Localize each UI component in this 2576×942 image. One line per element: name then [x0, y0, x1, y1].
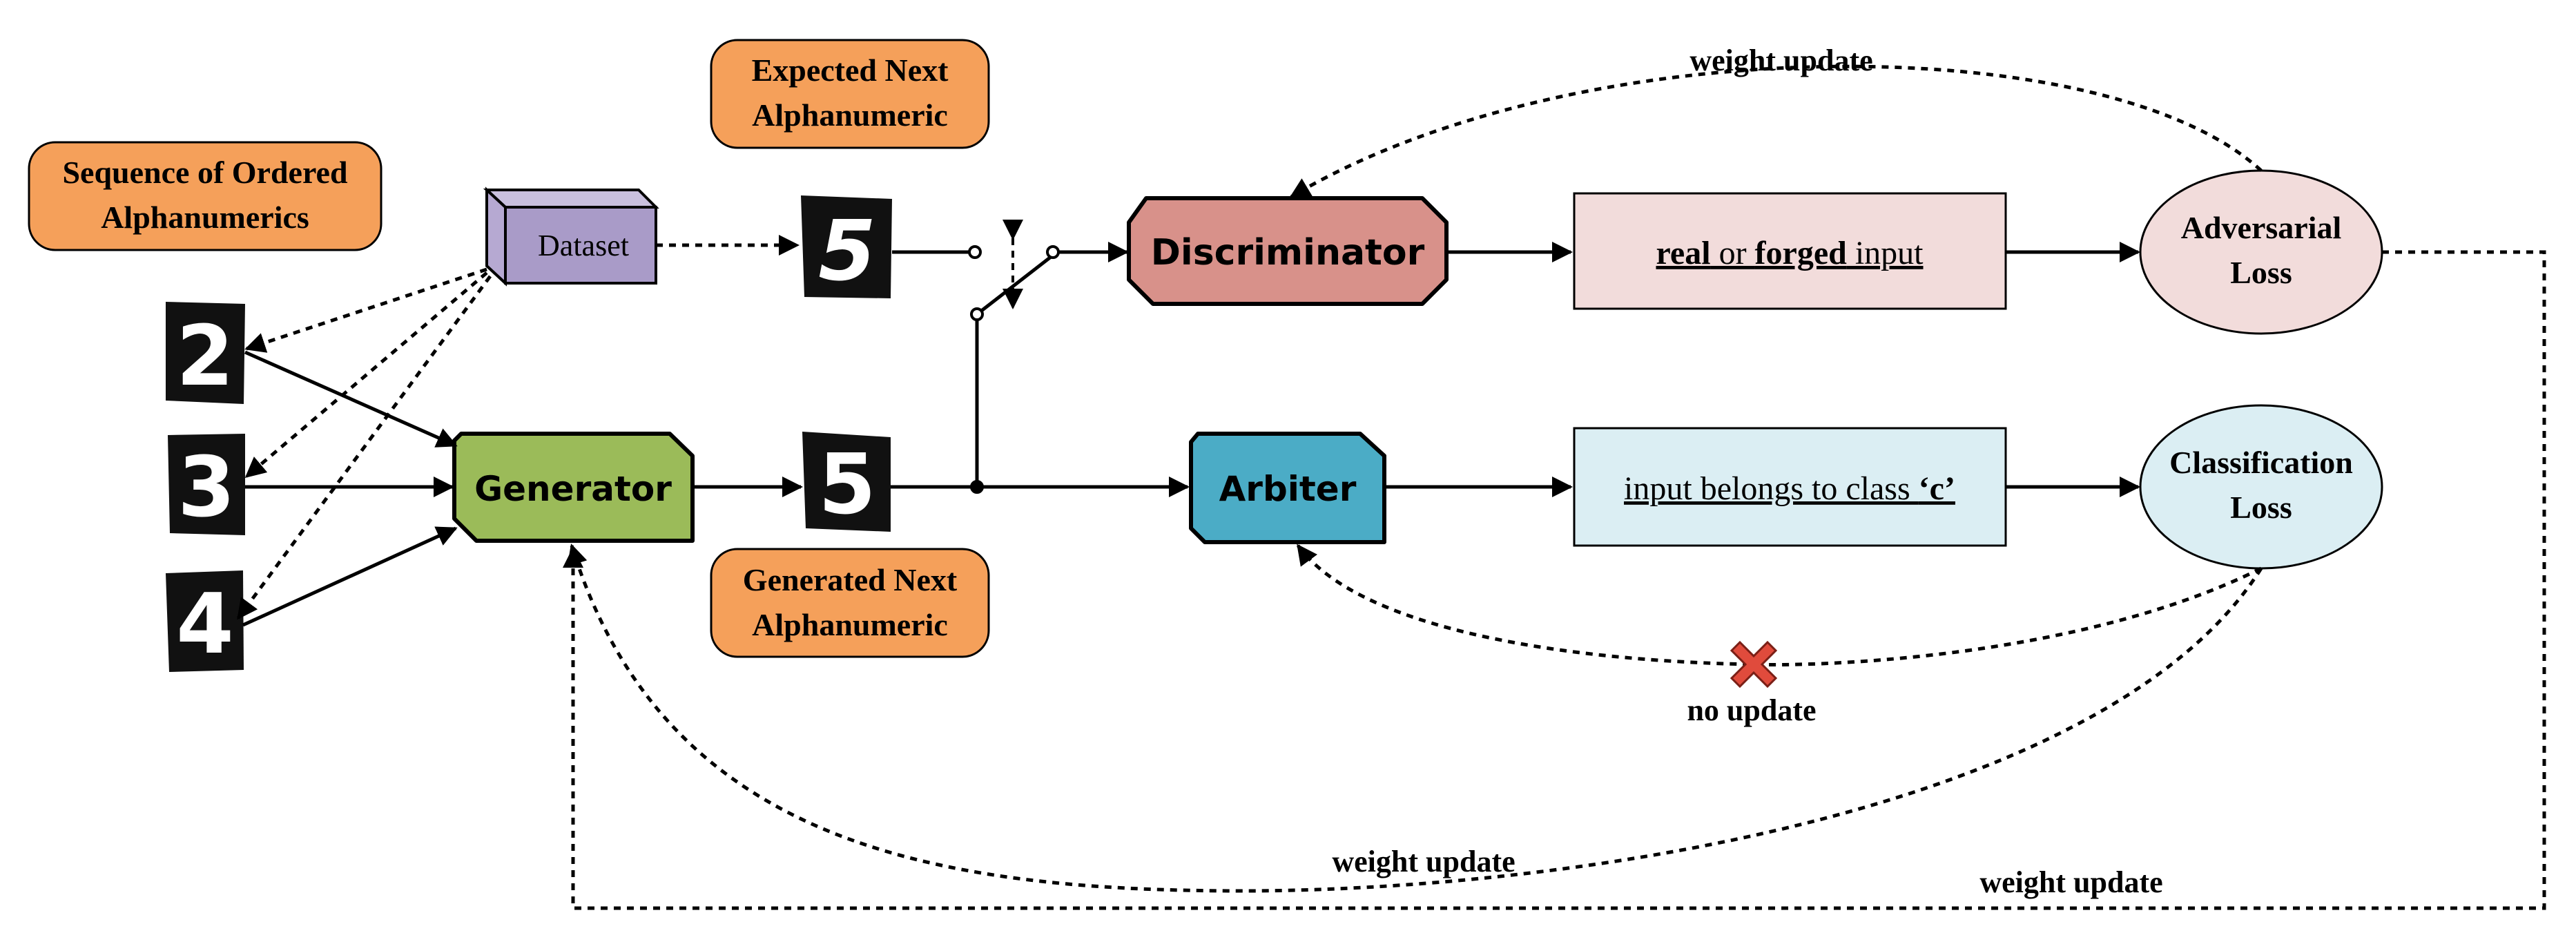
seq-digit-2-image: 2	[166, 302, 245, 405]
solid-connectors	[242, 242, 2140, 627]
generated-digit-image: 5	[802, 432, 891, 533]
edge-class-to-arbiter-noupdate	[1296, 544, 2263, 667]
forged-word: forged	[1755, 235, 1848, 271]
sequence-label-line1: Sequence of Ordered	[62, 155, 348, 190]
seq-digit-4-image: 4	[166, 570, 244, 673]
switch-contacts	[968, 245, 1060, 494]
seq-digit-2: 2	[176, 309, 234, 405]
weight-update-bottom-left-label: weight update	[1332, 845, 1515, 878]
weight-update-bottom-right-label: weight update	[1979, 865, 2162, 899]
seq-digit-3-image: 3	[168, 434, 245, 536]
discriminator-node: Discriminator	[1127, 196, 1449, 306]
generator-node: Generator	[452, 432, 695, 543]
no-update-label: no update	[1687, 693, 1816, 727]
expected-digit-image: 5	[801, 195, 892, 300]
dotted-connectors	[236, 64, 2546, 910]
adversarial-loss-line1: Adversarial	[2181, 210, 2342, 245]
class-text: input belongs to class	[1624, 470, 1919, 507]
generated-label-line2: Alphanumeric	[752, 607, 948, 642]
seq-digit-4: 4	[176, 577, 234, 673]
class-membership-box: input belongs to class ‘c’	[1573, 427, 2007, 547]
arbiter-label: Arbiter	[1219, 469, 1357, 509]
expected-digit: 5	[818, 204, 876, 300]
generated-label-box: Generated Next Alphanumeric	[710, 548, 990, 658]
real-word: real	[1656, 235, 1710, 271]
or-word: or	[1711, 235, 1755, 271]
no-update-cross-icon	[1730, 640, 1778, 689]
generated-label-line1: Generated Next	[743, 562, 958, 597]
class-symbol: ‘c’	[1919, 470, 1955, 507]
edge-dataset-to-3	[244, 271, 488, 478]
dataset-cube: Dataset	[483, 186, 659, 287]
discriminator-label: Discriminator	[1151, 232, 1425, 273]
generated-digit: 5	[818, 437, 876, 533]
seq-digit-3: 3	[177, 440, 235, 536]
dataset-label: Dataset	[538, 229, 629, 262]
edge-class-to-generator-update	[567, 544, 2263, 893]
expected-label-line1: Expected Next	[752, 52, 949, 88]
expected-label-line2: Alphanumeric	[752, 97, 948, 133]
weight-update-top-label: weight update	[1689, 44, 1872, 77]
edge-adv-to-discriminator-update	[1289, 64, 2263, 199]
classification-loss-line1: Classification	[2169, 445, 2353, 480]
sequence-label-line2: Alphanumerics	[101, 200, 309, 235]
classification-loss-node: Classification Loss	[2139, 404, 2383, 570]
adversarial-loss-line2: Loss	[2230, 255, 2292, 290]
arbiter-node: Arbiter	[1189, 432, 1386, 544]
sequence-label-box: Sequence of Ordered Alphanumerics	[28, 141, 382, 251]
expected-label-box: Expected Next Alphanumeric	[710, 39, 990, 149]
classification-loss-line2: Loss	[2230, 490, 2292, 525]
real-or-forged-text: real or forged input	[1656, 235, 1924, 271]
real-or-forged-box: real or forged input	[1573, 192, 2007, 310]
edge-4-to-generator	[242, 526, 458, 627]
edge-dataset-to-4	[236, 275, 492, 620]
edge-2-to-generator	[244, 350, 458, 448]
edge-dataset-to-2	[244, 267, 487, 353]
generator-label: Generator	[474, 469, 672, 509]
class-membership-text: input belongs to class ‘c’	[1624, 470, 1955, 507]
adversarial-loss-node: Adversarial Loss	[2139, 169, 2383, 335]
input-word: input	[1847, 235, 1924, 271]
edge-adv-to-generator-update	[563, 250, 2546, 910]
